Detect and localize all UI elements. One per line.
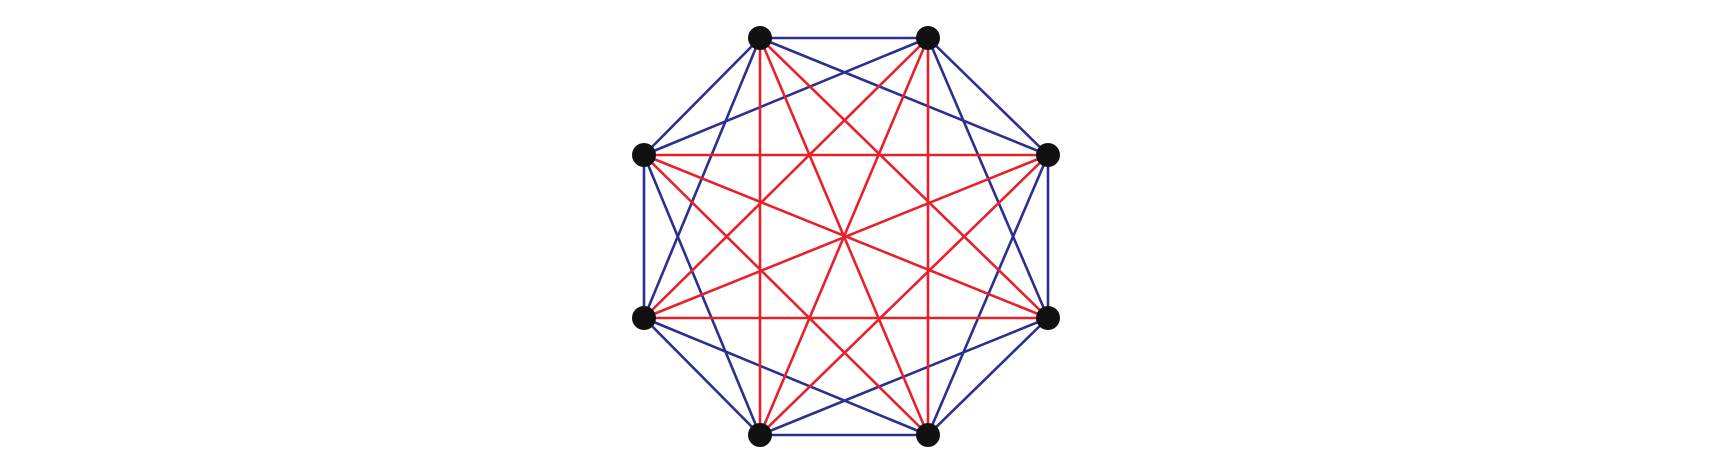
inner-edge-right-upper-bottom-left <box>758 153 1050 437</box>
outer-edge-right-lower-bottom-right <box>926 316 1050 437</box>
vertices-layer <box>632 26 1060 447</box>
vertex-top-left <box>748 26 772 50</box>
outer-edge-bottom-left-left-lower <box>642 316 762 437</box>
vertex-right-lower <box>1036 306 1060 330</box>
vertex-left-lower <box>632 306 656 330</box>
outer-edge-top-right-right-upper <box>926 36 1050 157</box>
inner-edge-left-lower-top-right <box>642 36 930 320</box>
vertex-left-upper <box>632 143 656 167</box>
outer-edge-left-upper-top-left <box>642 36 762 157</box>
vertex-bottom-left <box>748 423 772 447</box>
vertex-bottom-right <box>916 423 940 447</box>
vertex-right-upper <box>1036 143 1060 167</box>
inner-edge-top-left-right-lower <box>758 36 1050 320</box>
inner-edge-bottom-right-left-upper <box>642 153 930 437</box>
vertex-top-right <box>916 26 940 50</box>
inner-edge-right-lower-left-upper <box>642 153 1050 320</box>
edges-layer <box>642 36 1050 437</box>
